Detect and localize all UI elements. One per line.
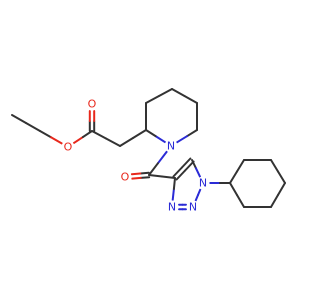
double-bond xyxy=(130,172,142,176)
single-bond xyxy=(229,182,238,196)
double-bond xyxy=(139,176,151,179)
double-bond xyxy=(175,169,187,181)
single-bond xyxy=(277,170,286,184)
single-bond xyxy=(183,95,198,104)
atom-label-n-triazole-3: N xyxy=(168,201,176,214)
atom-label-background xyxy=(196,176,210,190)
single-bond xyxy=(132,129,147,139)
atom-label-background xyxy=(61,140,75,154)
atom-label-o-ether-ester: O xyxy=(64,141,73,154)
atom-label-n-triazole-2: N xyxy=(189,201,197,214)
single-bond xyxy=(270,159,279,173)
single-bond xyxy=(191,159,197,170)
atom-label-background xyxy=(165,200,179,214)
single-bond xyxy=(72,136,84,145)
atom-label-n-piperidine: N xyxy=(167,140,175,153)
single-bond xyxy=(148,174,163,178)
single-bond xyxy=(50,136,63,145)
single-bond xyxy=(176,135,188,144)
single-bond xyxy=(145,129,157,138)
single-bond xyxy=(161,175,176,179)
single-bond xyxy=(171,88,186,97)
single-bond xyxy=(25,122,41,132)
single-bond xyxy=(119,137,134,147)
single-bond xyxy=(236,159,245,173)
single-bond xyxy=(158,88,173,97)
double-bond xyxy=(184,160,195,172)
double-bond xyxy=(131,176,142,180)
single-bond xyxy=(148,162,159,176)
single-bond xyxy=(229,170,238,184)
double-bond xyxy=(180,157,192,169)
single-bond xyxy=(39,130,52,139)
single-bond xyxy=(277,182,286,196)
atom-label-background xyxy=(118,170,132,184)
single-bond xyxy=(186,129,198,138)
double-bond xyxy=(139,171,150,175)
single-bond xyxy=(145,95,160,104)
single-bond xyxy=(105,137,121,147)
double-bond xyxy=(172,166,183,178)
single-bond xyxy=(270,194,279,208)
atom-label-n-triazole-1: N xyxy=(199,177,207,190)
atom-label-o-amide: O xyxy=(121,171,130,184)
single-bond xyxy=(236,194,245,208)
atom-label-background xyxy=(85,97,99,111)
single-bond xyxy=(154,135,167,144)
atom-label-background xyxy=(186,200,200,214)
single-bond xyxy=(171,188,175,201)
single-bond xyxy=(91,130,107,140)
atom-label-o-carbonyl-ester: O xyxy=(88,98,97,111)
atom-label-background xyxy=(164,139,178,153)
single-bond xyxy=(11,114,27,124)
single-bond xyxy=(194,194,199,202)
single-bond xyxy=(156,150,168,165)
single-bond xyxy=(172,177,176,190)
single-bond xyxy=(81,130,93,139)
single-bond xyxy=(195,167,201,178)
bond-group xyxy=(11,88,286,211)
